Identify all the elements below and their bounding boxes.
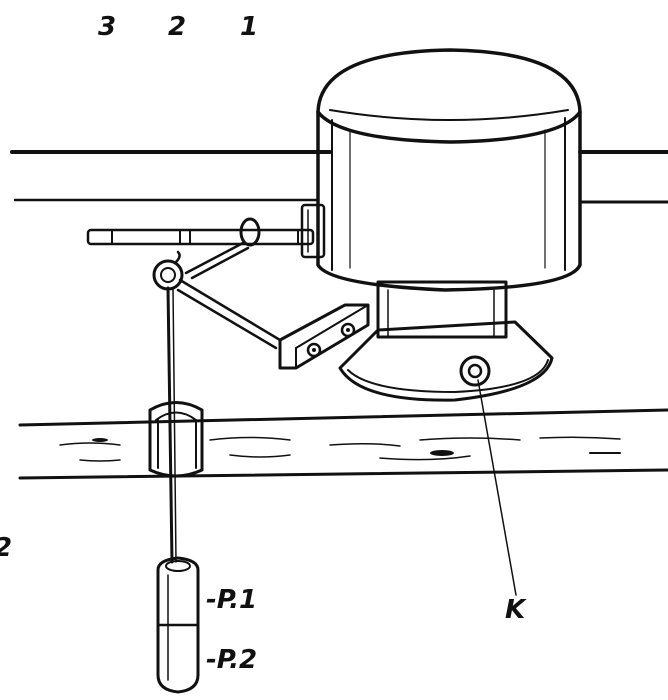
wooden-beam [18,408,668,480]
beam-clamp [148,401,204,478]
control-rod [86,203,326,259]
label-edge-mark: 2 [0,533,12,563]
label-k: K [505,595,527,625]
switch-housing [316,48,582,402]
upper-rail [10,150,668,204]
label-position-1: 1 [240,12,258,42]
label-p1: -P.1 [206,585,257,615]
label-p2: -P.2 [206,645,257,675]
k-leader-line [477,379,517,596]
label-position-3: 3 [98,12,116,42]
cord-and-weight [156,286,200,694]
label-position-2: 2 [168,12,186,42]
mount-bracket [278,303,370,370]
linkage [152,217,282,350]
